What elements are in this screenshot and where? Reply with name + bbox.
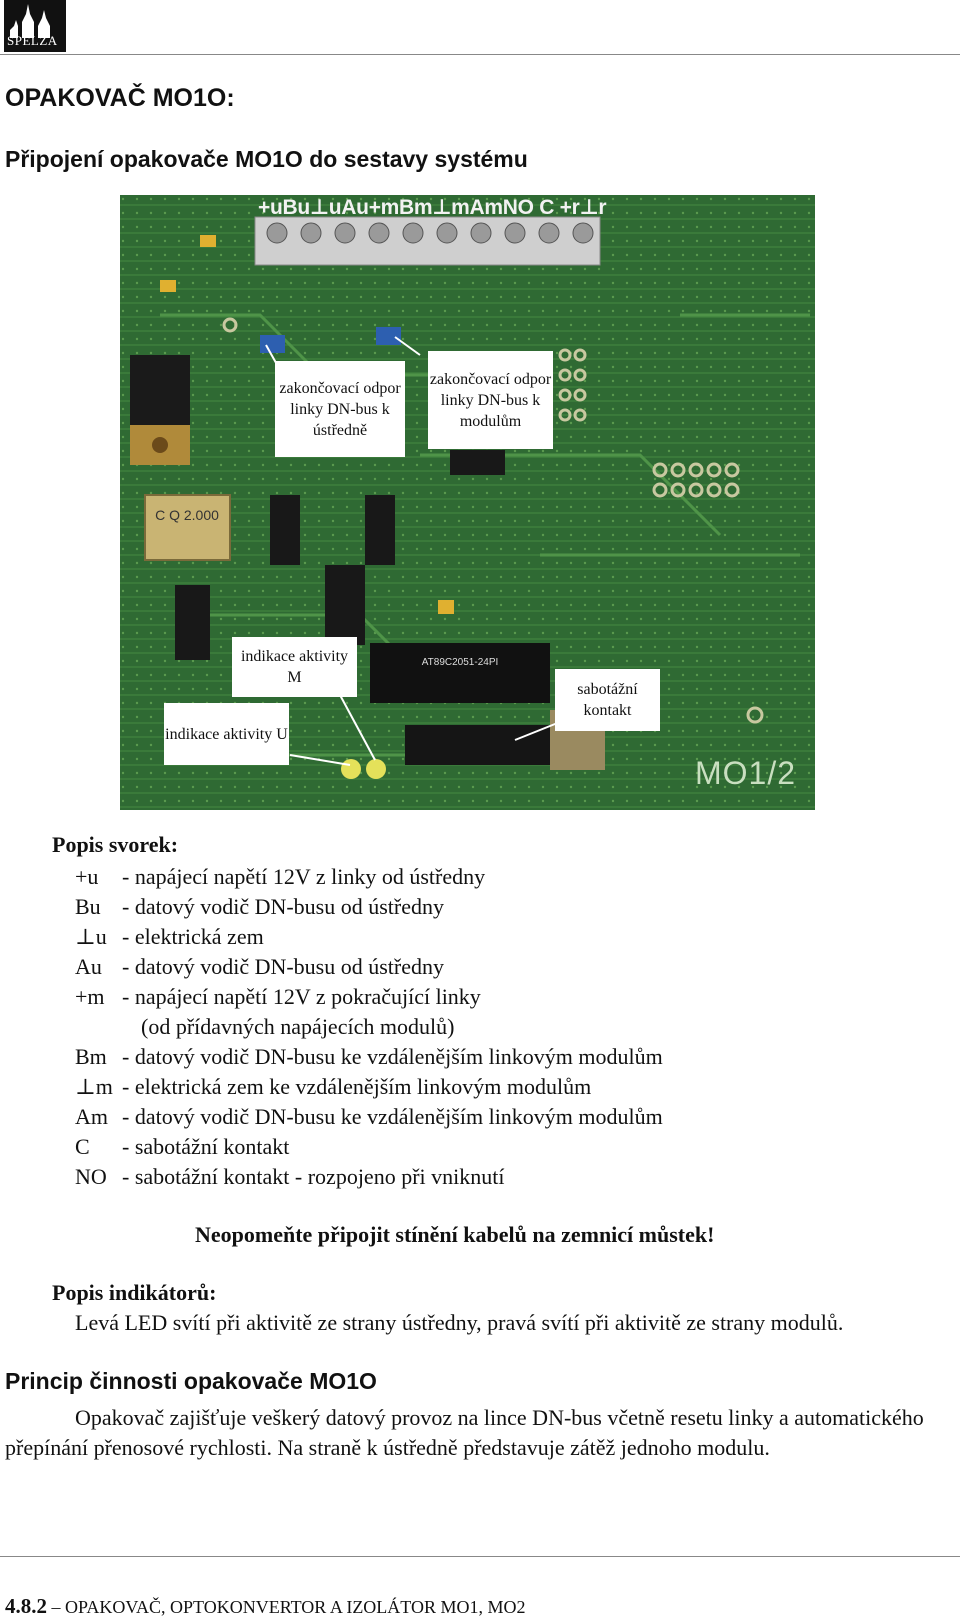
footer-section-number: 4.8.2 <box>5 1594 47 1618</box>
callout-tamper-contact: sabotážní kontakt <box>555 669 660 731</box>
terminal-list: +u- napájecí napětí 12V z linky od ústře… <box>75 862 663 1192</box>
terminal-strip-label: +uBu⊥uAu+mBm⊥mAmNO C +r⊥r <box>258 196 607 219</box>
callout-termination-modules: zakončovací odpor linky DN-bus k modulům <box>428 351 553 449</box>
terminal-row: Am- datový vodič DN-busu ke vzdálenějším… <box>75 1104 663 1129</box>
chip-label: AT89C2051-24PI <box>421 657 499 668</box>
principle-title: Princip činnosti opakovače MO1O <box>5 1368 377 1394</box>
terminal-row: Bu- datový vodič DN-busu od ústředny <box>75 894 445 919</box>
castle-icon <box>10 4 50 38</box>
callout-activity-u: indikace aktivity U <box>164 703 289 765</box>
terminals-title: Popis svorek: <box>52 832 179 857</box>
terminal-row: +u- napájecí napětí 12V z linky od ústře… <box>75 864 486 889</box>
crystal-label: C Q 2.000 <box>155 507 219 523</box>
terminal-row: +m- napájecí napětí 12V z pokračující li… <box>75 984 481 1009</box>
terminal-row: NO- sabotážní kontakt - rozpojeno při vn… <box>75 1164 505 1189</box>
terminal-row: Bm- datový vodič DN-busu ke vzdálenějším… <box>75 1044 663 1069</box>
terminal-row: Au- datový vodič DN-busu od ústředny <box>75 954 445 979</box>
page-subtitle: Připojení opakovače MO1O do sestavy syst… <box>5 146 528 172</box>
footer: 4.8.2 – OPAKOVAČ, OPTOKONVERTOR A IZOLÁT… <box>5 1594 526 1619</box>
shielding-warning: Neopomeňte připojit stínění kabelů na ze… <box>195 1222 715 1247</box>
terminal-row: C- sabotážní kontakt <box>75 1134 290 1159</box>
indicators-text: Levá LED svítí při aktivitě ze strany ús… <box>75 1310 844 1335</box>
spelza-logo: SPELZA <box>4 0 66 52</box>
callout-activity-m: indikace aktivity M <box>232 637 357 697</box>
footer-rule <box>0 1556 960 1557</box>
indicators-title: Popis indikátorů: <box>52 1280 217 1305</box>
logo-text: SPELZA <box>7 33 58 48</box>
board-label: MO1/2 <box>695 755 797 791</box>
terminal-row: ⊥u- elektrická zem <box>75 924 264 949</box>
principle-text: Opakovač zajišťuje veškerý datový provoz… <box>5 1405 924 1460</box>
pcb-photo: +uBu⊥uAu+mBm⊥mAmNO C +r⊥r C Q 2.000 AT89… <box>120 195 815 810</box>
header-rule <box>0 54 960 55</box>
callout-termination-central: zakončovací odpor linky DN-bus k ústředn… <box>275 361 405 457</box>
page-title: OPAKOVAČ MO1O: <box>5 84 235 112</box>
footer-text: – OPAKOVAČ, OPTOKONVERTOR A IZOLÁTOR MO1… <box>47 1597 526 1617</box>
terminal-row: ⊥m- elektrická zem ke vzdálenějším linko… <box>75 1074 592 1099</box>
terminal-row-continuation: (od přídavných napájecích modulů) <box>141 1014 455 1039</box>
